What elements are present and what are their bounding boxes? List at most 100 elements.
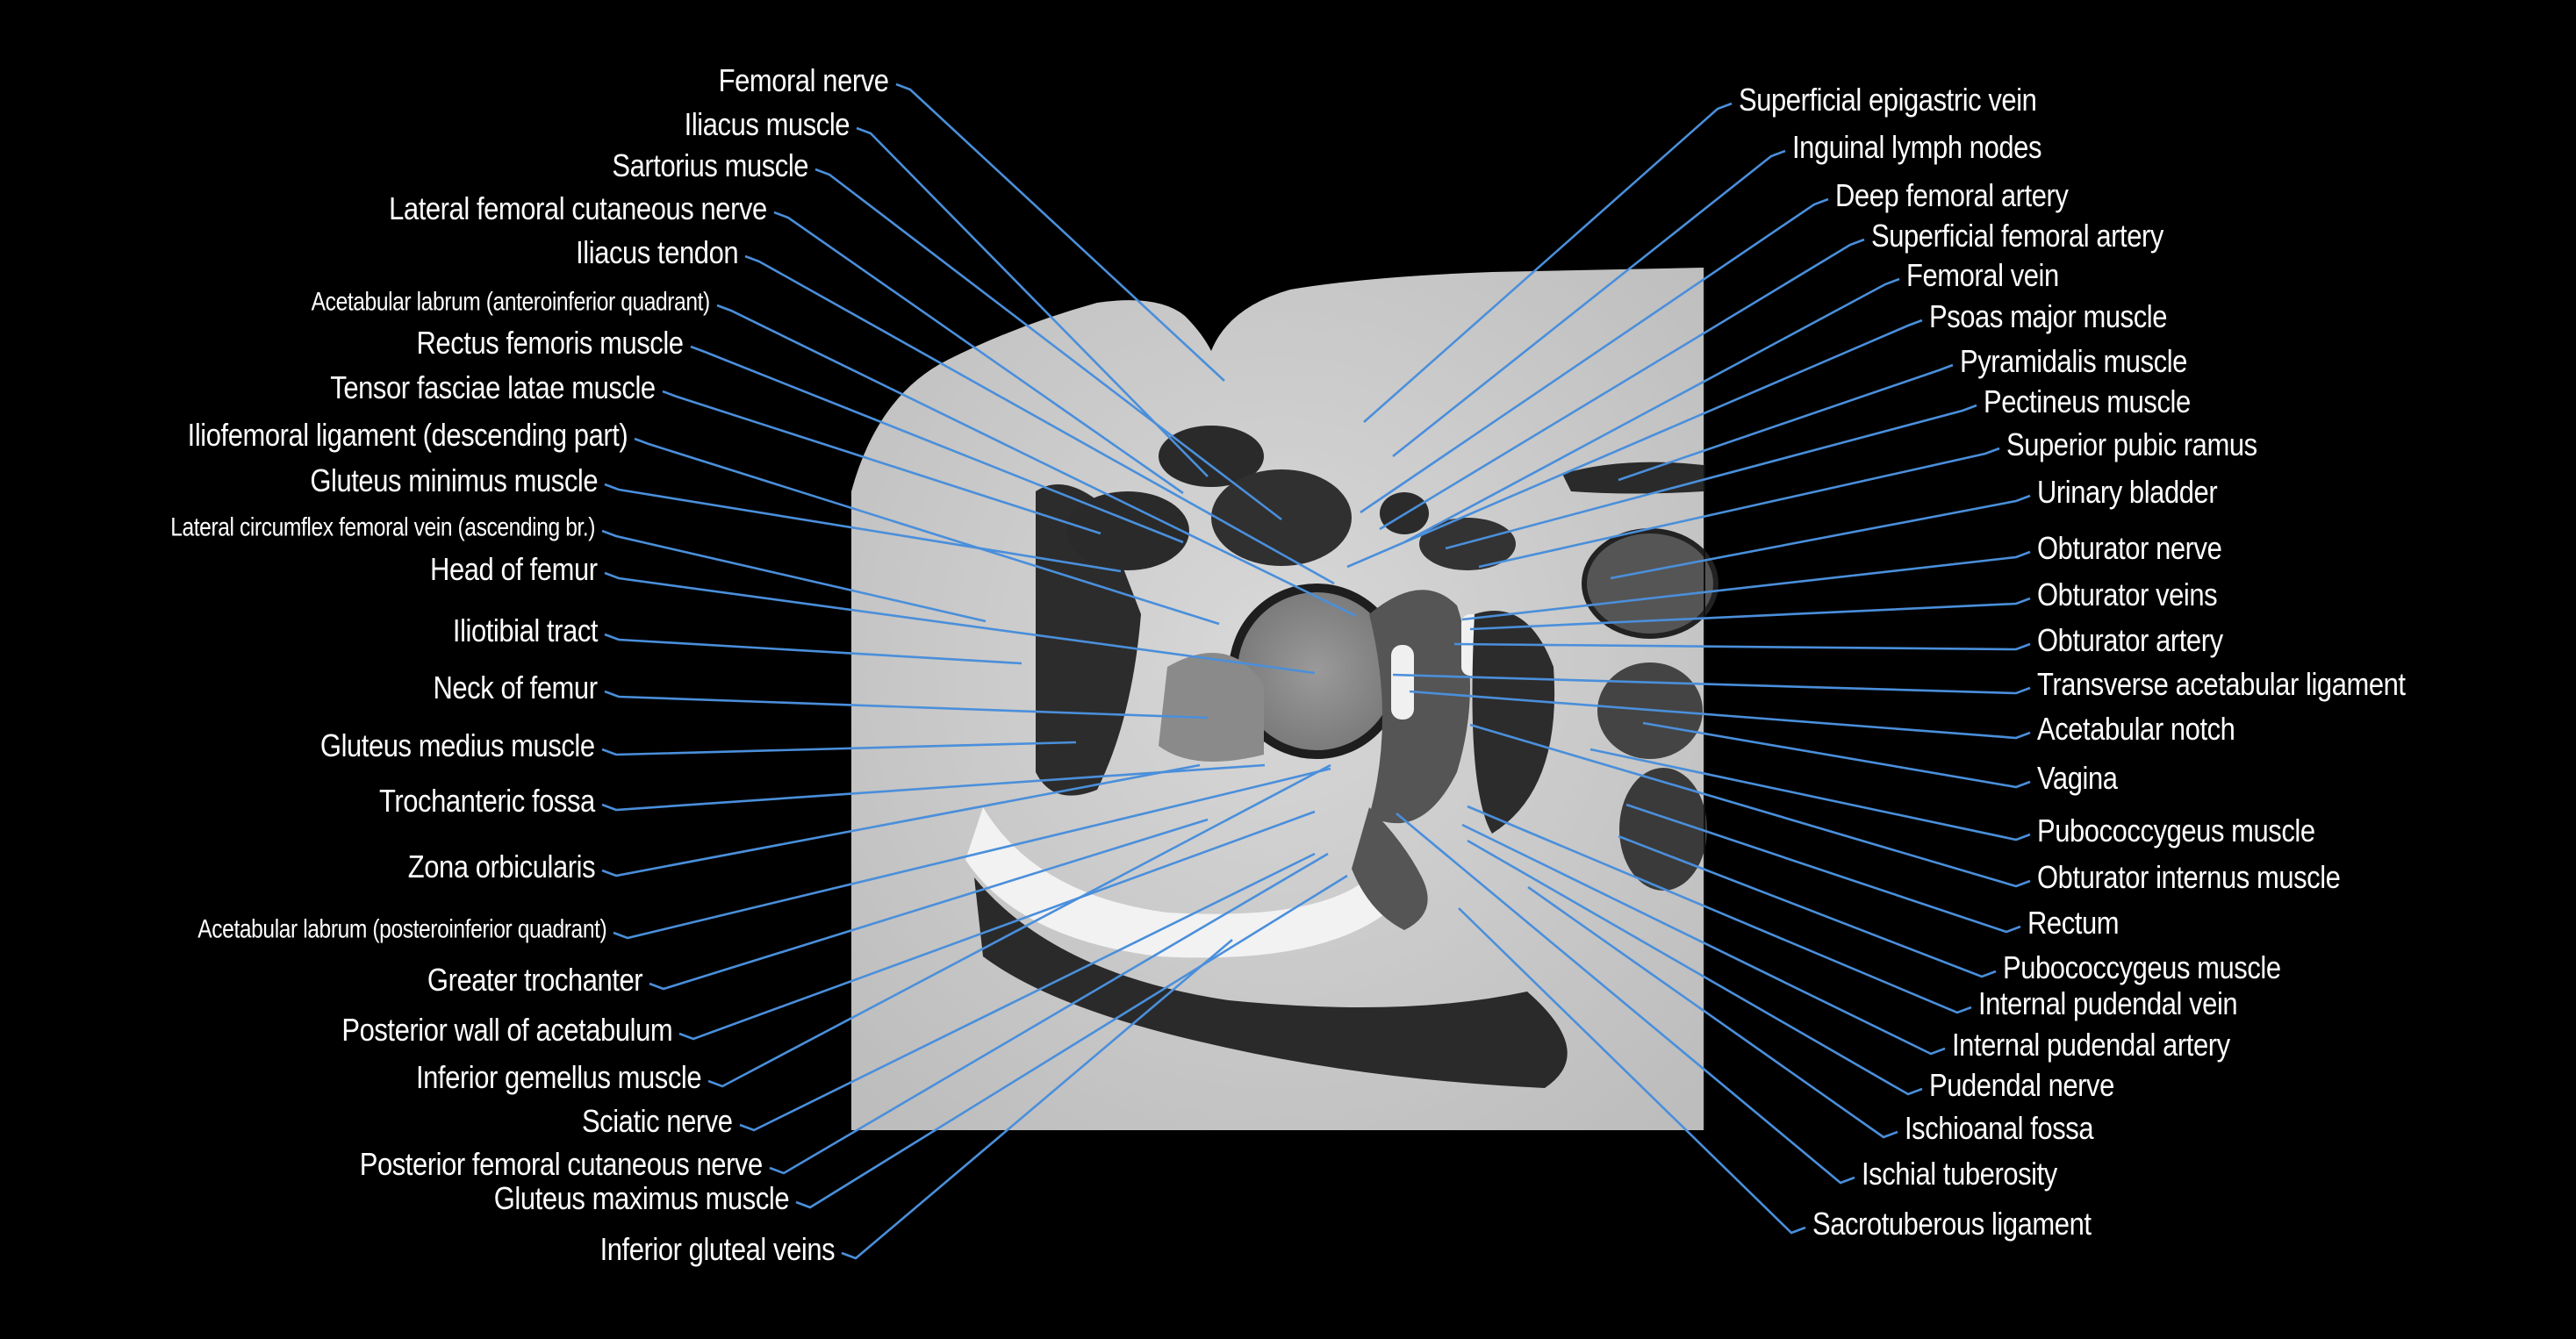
label-greater-trochanter: Greater trochanter (427, 962, 643, 999)
label-internal-pudendal-artery: Internal pudendal artery (1952, 1027, 2230, 1063)
leader-line-pubococcygeus-muscle (1618, 834, 1997, 978)
leader-line-trochanteric-fossa (601, 763, 1266, 812)
leader-line-vagina (1642, 721, 2031, 789)
label-ischial-tuberosity: Ischial tuberosity (1862, 1156, 2057, 1192)
label-acetabular-notch: Acetabular notch (2037, 711, 2235, 748)
label-rectum: Rectum (2027, 905, 2120, 942)
label-sartorius-muscle: Sartorius muscle (612, 147, 808, 184)
leader-line-superficial-femoral-artery (1379, 238, 1865, 531)
leader-line-acetabular-notch (1409, 690, 2031, 740)
leader-line-head-of-femur (604, 571, 1316, 675)
leader-line-iliacus-tendon (744, 254, 1335, 585)
label-inferior-gluteal-veins: Inferior gluteal veins (599, 1231, 835, 1268)
label-rectus-femoris-muscle: Rectus femoris muscle (416, 325, 685, 362)
label-sacrotuberous-ligament: Sacrotuberous ligament (1812, 1206, 2092, 1242)
leader-line-sciatic-nerve (739, 852, 1316, 1132)
leader-line-zona-orbicularis (601, 763, 1201, 877)
label-acetabular-labrum-anteroinferior-quadrant: Acetabular labrum (anteroinferior quadra… (311, 287, 711, 317)
label-femoral-nerve: Femoral nerve (718, 62, 889, 99)
leader-line-femoral-nerve (895, 82, 1225, 382)
label-pyramidalis-muscle: Pyramidalis muscle (1960, 343, 2187, 380)
leader-line-iliotibial-tract (604, 633, 1023, 665)
leader-line-pudendal-nerve (1467, 839, 1923, 1096)
leader-line-obturator-veins (1469, 597, 2031, 631)
label-vagina: Vagina (2037, 760, 2118, 797)
label-obturator-veins: Obturator veins (2037, 576, 2218, 613)
label-iliacus-muscle: Iliacus muscle (684, 106, 850, 143)
label-pectineus-muscle: Pectineus muscle (1984, 383, 2191, 420)
leader-line-rectum (1625, 803, 2021, 934)
leader-line-femoral-vein (1403, 277, 1900, 544)
label-superficial-femoral-artery: Superficial femoral artery (1871, 218, 2163, 254)
leader-line-rectus-femoris-muscle (690, 345, 1184, 544)
label-gluteus-maximus-muscle: Gluteus maximus muscle (493, 1180, 790, 1217)
leader-line-internal-pudendal-vein (1467, 805, 1972, 1014)
leader-line-iliacus-muscle (856, 126, 1209, 477)
leader-line-psoas-major-muscle (1346, 319, 1923, 569)
leader-line-sartorius-muscle (814, 168, 1282, 521)
label-superior-pubic-ramus: Superior pubic ramus (2006, 426, 2257, 463)
label-trochanteric-fossa: Trochanteric fossa (379, 783, 595, 820)
label-head-of-femur: Head of femur (430, 551, 598, 588)
leader-line-superior-pubic-ramus (1478, 447, 2000, 569)
label-iliofemoral-ligament-descending-part: Iliofemoral ligament (descending part) (187, 417, 628, 454)
leader-line-pectineus-muscle (1445, 404, 1977, 550)
leader-line-superficial-epigastric-vein (1363, 102, 1733, 423)
label-pudendal-nerve: Pudendal nerve (1929, 1067, 2114, 1104)
leader-line-posterior-wall-of-acetabulum (678, 810, 1316, 1041)
leader-lines (601, 82, 2031, 1260)
label-lateral-circumflex-femoral-vein-ascending-br: Lateral circumflex femoral vein (ascendi… (170, 512, 595, 542)
leader-line-neck-of-femur (604, 690, 1209, 720)
label-inguinal-lymph-nodes: Inguinal lymph nodes (1792, 129, 2042, 166)
leader-line-obturator-nerve (1461, 550, 2031, 621)
leader-line-deep-femoral-artery (1360, 197, 1829, 514)
label-iliotibial-tract: Iliotibial tract (452, 612, 599, 649)
leader-line-ischial-tuberosity (1396, 813, 1855, 1185)
leader-line-inguinal-lymph-nodes (1392, 149, 1786, 458)
label-acetabular-labrum-posteroinferior-quadrant: Acetabular labrum (posteroinferior quadr… (197, 914, 606, 944)
label-obturator-nerve: Obturator nerve (2037, 530, 2222, 567)
label-obturator-internus-muscle: Obturator internus muscle (2037, 859, 2341, 896)
leader-line-posterior-femoral-cutaneous-nerve (769, 852, 1329, 1175)
leader-line-iliofemoral-ligament-descending-part (634, 437, 1220, 626)
label-gluteus-minimus-muscle: Gluteus minimus muscle (310, 462, 598, 499)
label-tensor-fasciae-latae-muscle: Tensor fasciae latae muscle (330, 369, 657, 406)
leader-line-acetabular-labrum-posteroinferior-quadrant (613, 767, 1331, 940)
leader-line-obturator-artery (1453, 642, 2031, 651)
label-gluteus-medius-muscle: Gluteus medius muscle (320, 727, 595, 764)
leader-line-tensor-fasciae-latae-muscle (662, 390, 1101, 535)
label-psoas-major-muscle: Psoas major muscle (1929, 298, 2167, 335)
leader-line-internal-pudendal-artery (1461, 823, 1946, 1056)
label-transverse-acetabular-ligament: Transverse acetabular ligament (2037, 666, 2406, 703)
leader-line-ischioanal-fossa (1527, 885, 1898, 1139)
leader-line-transverse-acetabular-ligament (1392, 673, 2031, 695)
label-zona-orbicularis: Zona orbicularis (407, 849, 596, 885)
label-inferior-gemellus-muscle: Inferior gemellus muscle (415, 1059, 702, 1096)
leader-line-sacrotuberous-ligament (1458, 907, 1806, 1235)
label-sciatic-nerve: Sciatic nerve (582, 1103, 733, 1140)
label-ischioanal-fossa: Ischioanal fossa (1905, 1110, 2094, 1147)
label-femoral-vein: Femoral vein (1906, 257, 2059, 294)
leader-line-lateral-circumflex-femoral-vein-ascending-br (601, 529, 987, 623)
mri-slice (851, 268, 1719, 1130)
leader-line-inferior-gluteal-veins (841, 939, 1233, 1260)
label-iliacus-tendon: Iliacus tendon (575, 234, 738, 271)
label-posterior-femoral-cutaneous-nerve: Posterior femoral cutaneous nerve (359, 1146, 763, 1183)
leader-line-pubococcygeus-muscle (1589, 748, 2031, 841)
label-internal-pudendal-vein: Internal pudendal vein (1978, 985, 2238, 1022)
label-posterior-wall-of-acetabulum: Posterior wall of acetabulum (341, 1012, 672, 1049)
label-pubococcygeus-muscle: Pubococcygeus muscle (2003, 949, 2281, 986)
leader-line-obturator-internus-muscle (1469, 723, 2031, 888)
label-obturator-artery: Obturator artery (2037, 622, 2223, 659)
leader-line-inferior-gemellus-muscle (707, 763, 1331, 1088)
leader-line-urinary-bladder (1610, 494, 2031, 580)
label-lateral-femoral-cutaneous-nerve: Lateral femoral cutaneous nerve (389, 190, 767, 227)
leader-line-gluteus-maximus-muscle (795, 874, 1348, 1209)
label-pubococcygeus-muscle: Pubococcygeus muscle (2037, 813, 2315, 849)
label-deep-femoral-artery: Deep femoral artery (1835, 177, 2069, 214)
leader-line-lateral-femoral-cutaneous-nerve (773, 211, 1184, 495)
leader-line-gluteus-minimus-muscle (604, 483, 1122, 573)
leader-line-acetabular-labrum-anteroinferior-quadrant (716, 304, 1357, 618)
